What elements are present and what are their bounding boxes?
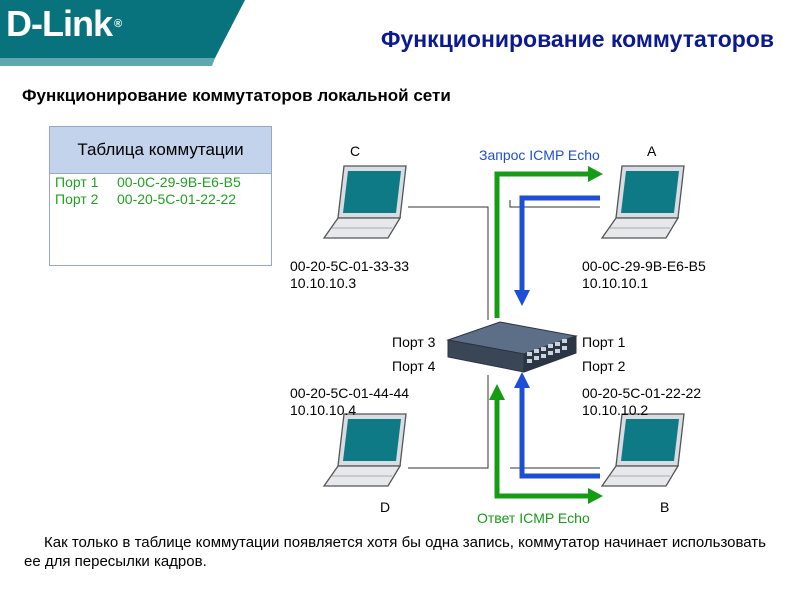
node-c-ip: 10.10.10.3 bbox=[290, 275, 357, 291]
slide-header: D-Link® Функционирование коммутаторов bbox=[0, 0, 794, 66]
request-flow-arrows bbox=[494, 166, 603, 318]
table-row-port: Порт 2 bbox=[55, 191, 99, 207]
node-b-address: 00-20-5C-01-22-22 10.10.10.2 bbox=[582, 385, 701, 419]
port-1-label: Порт 1 bbox=[582, 334, 626, 350]
request-flow-label: Запрос ICMP Echo bbox=[479, 147, 600, 163]
table-row-port: Порт 1 bbox=[55, 174, 99, 190]
reply-flow-label: Ответ ICMP Echo bbox=[477, 510, 590, 526]
node-d-address: 00-20-5C-01-44-44 10.10.10.4 bbox=[290, 385, 409, 419]
table-row: Порт 1 00-0C-29-9B-E6-B5 bbox=[55, 174, 271, 191]
node-c-address: 00-20-5C-01-33-33 10.10.10.3 bbox=[290, 258, 409, 292]
node-c-mac: 00-20-5C-01-33-33 bbox=[290, 258, 410, 274]
logo-registered-mark: ® bbox=[114, 18, 122, 30]
node-d-mac: 00-20-5C-01-44-44 bbox=[290, 385, 410, 401]
laptop-c-icon bbox=[323, 165, 407, 239]
slide-caption: Как только в таблице коммутации появляет… bbox=[24, 533, 766, 571]
switching-table: Таблица коммутации Порт 1 00-0C-29-9B-E6… bbox=[49, 126, 272, 266]
table-row-mac: 00-20-5C-01-22-22 bbox=[117, 191, 237, 207]
node-a-label: A bbox=[647, 143, 657, 159]
brand-band bbox=[0, 0, 245, 66]
port-4-label: Порт 4 bbox=[392, 358, 436, 374]
port-3-label: Порт 3 bbox=[392, 334, 436, 350]
slide-title: Функционирование коммутаторов bbox=[380, 26, 774, 52]
slide-subtitle: Функционирование коммутаторов локальной … bbox=[22, 86, 451, 105]
laptop-b-icon bbox=[601, 413, 685, 487]
node-b-label: B bbox=[660, 499, 670, 515]
laptop-a-icon bbox=[601, 165, 685, 239]
switching-table-title: Таблица коммутации bbox=[50, 127, 271, 174]
caption-text: Как только в таблице коммутации появляет… bbox=[24, 534, 766, 570]
node-d-label: D bbox=[380, 499, 391, 515]
node-a-address: 00-0C-29-9B-E6-B5 10.10.10.1 bbox=[582, 258, 706, 292]
node-c-label: C bbox=[350, 143, 361, 159]
node-a-mac: 00-0C-29-9B-E6-B5 bbox=[582, 258, 706, 274]
reply-flow-arrows bbox=[489, 372, 603, 504]
switch-icon bbox=[446, 321, 578, 373]
node-b-ip: 10.10.10.2 bbox=[582, 402, 649, 418]
port-2-label: Порт 2 bbox=[582, 358, 626, 374]
dlink-logo: D-Link® bbox=[6, 3, 122, 44]
laptop-d-icon bbox=[323, 413, 407, 487]
network-cables bbox=[408, 200, 600, 469]
node-b-mac: 00-20-5C-01-22-22 bbox=[582, 385, 702, 401]
node-d-ip: 10.10.10.4 bbox=[290, 402, 357, 418]
node-a-ip: 10.10.10.1 bbox=[582, 275, 649, 291]
table-row: Порт 2 00-20-5C-01-22-22 bbox=[55, 191, 271, 208]
table-row-mac: 00-0C-29-9B-E6-B5 bbox=[117, 174, 241, 190]
logo-wordmark: D-Link bbox=[6, 3, 113, 44]
